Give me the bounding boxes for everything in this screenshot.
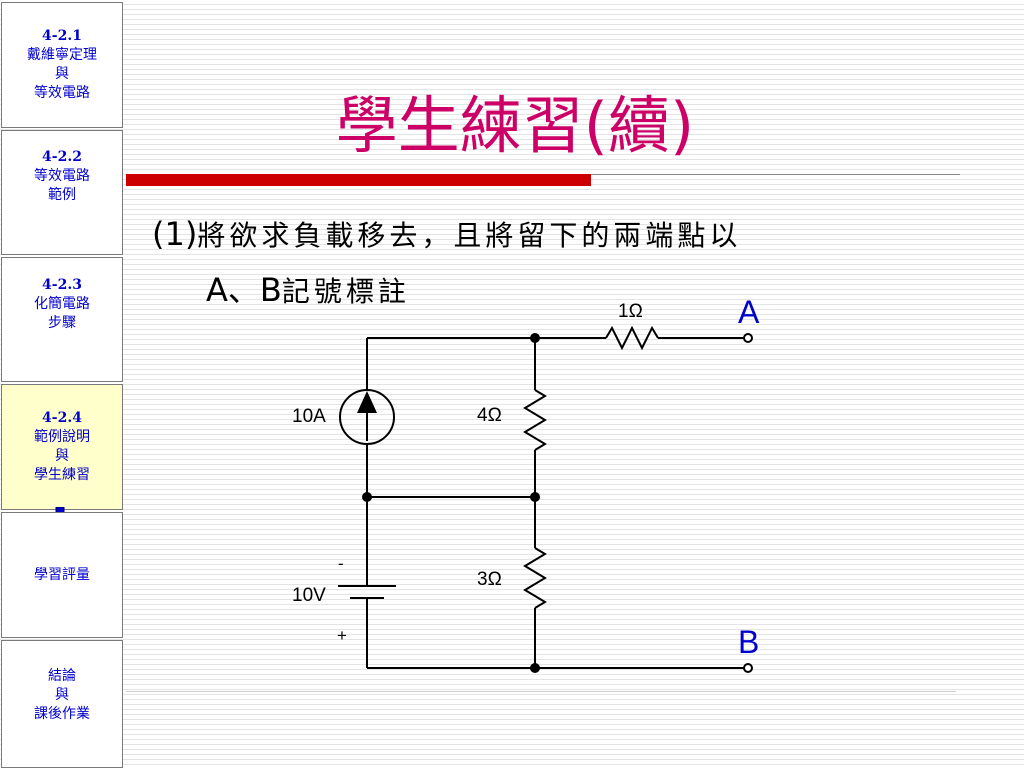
sidebar-item-conclusion[interactable]: 結論 與 課後作業 [1,640,123,768]
instruction-text: 將欲求負載移去，且將留下的兩端點以 [197,219,742,252]
terminal-pair: A、B [206,271,282,309]
nav-code: 4-2.1 [42,28,82,44]
nav-label-line: 與 [55,448,69,464]
current-arrow-head [357,391,377,413]
sidebar-item-4-2-1[interactable]: 4-2.1 戴維寧定理 與 等效電路 [1,2,123,128]
nav-label-line: 結論 [48,667,76,684]
sidebar-item-4-2-3[interactable]: 4-2.3 化簡電路 步驟 [1,257,123,382]
resistor-1ohm-label: 1Ω [618,301,643,322]
nav-label-line: 與 [55,66,69,82]
sidebar-item-assessment[interactable]: 學習評量 [1,512,123,638]
nav-label-line: 等效電路 [34,168,90,184]
slide-title: 學生練習(續) [335,89,695,162]
footer-divider [126,691,956,692]
junction-dot [362,492,372,502]
terminal-a-label: A [738,294,760,330]
sidebar-nav: 4-2.1 戴維寧定理 與 等效電路 4-2.2 等效電路 範例 4-2.3 化… [0,0,126,768]
resistor-1ohm [605,325,659,351]
nav-label-line: 化簡電路 [34,296,90,312]
resistor-4ohm-label: 4Ω [477,405,502,426]
nav-code: 4-2.4 [42,410,82,426]
nav-label-line: 課後作業 [34,705,90,722]
instruction-line-2: A、B記號標註 [206,268,706,314]
step-number: (1) [152,215,198,253]
instruction-text: 記號標註 [281,275,410,308]
resistor-3ohm [523,547,547,609]
sidebar-item-4-2-2[interactable]: 4-2.2 等效電路 範例 [1,130,123,255]
voltage-plus-sign: + [337,626,347,645]
nav-label-line: 學生練習 [34,467,90,483]
current-source-label: 10A [292,406,326,427]
junction-dot [530,663,540,673]
terminal-a-node [743,333,753,343]
nav-code: 4-2.3 [42,277,82,293]
junction-dot [530,333,540,343]
nav-label-line: 學習評量 [34,566,90,583]
nav-label-line: 等效電路 [34,85,90,101]
instruction-line-1: (1)將欲求負載移去，且將留下的兩端點以 [152,212,912,258]
title-accent-bar [126,174,591,186]
junction-dot [530,492,540,502]
nav-label-line: 與 [55,686,69,703]
circuit-diagram: 1Ω 4Ω 3Ω 10A 10V - + A B [292,294,760,673]
sidebar-item-4-2-4[interactable]: 4-2.4 範例說明 與 學生練習 [1,384,123,510]
nav-label-line: 步驟 [48,315,76,331]
terminal-b-node [743,663,753,673]
nav-label-line: 範例說明 [34,429,90,445]
terminal-b-label: B [738,624,759,660]
nav-code: 4-2.2 [42,149,82,165]
resistor-3ohm-label: 3Ω [477,569,502,590]
voltage-minus-sign: - [338,554,344,573]
nav-label-line: 戴維寧定理 [27,47,97,63]
voltage-source-label: 10V [292,585,326,606]
resistor-4ohm [523,389,547,451]
nav-label-line: 範例 [48,187,76,203]
